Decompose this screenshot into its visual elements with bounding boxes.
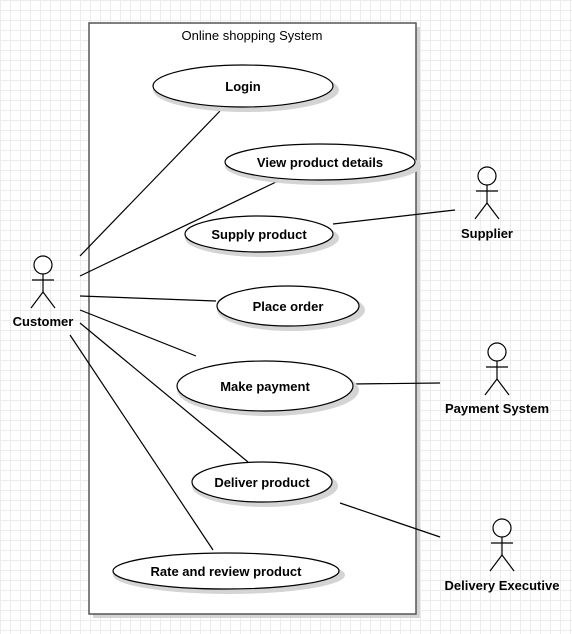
actor-customer-label: Customer (13, 314, 74, 329)
actor-payment-system[interactable]: Payment System (445, 342, 549, 416)
association-customer-login[interactable] (79, 110, 221, 257)
use-case-supply-product[interactable]: Supply product (184, 215, 339, 257)
association-delivery-executive-deliver-product[interactable] (339, 502, 441, 538)
actor-customer[interactable]: Customer (13, 255, 74, 329)
association-supplier-supply-product[interactable] (332, 209, 456, 225)
use-case-label-place-order: Place order (253, 299, 324, 314)
associations (69, 110, 456, 551)
use-case-rate-and-review-product[interactable]: Rate and review product (112, 552, 345, 594)
use-case-view-product-details[interactable]: View product details (224, 143, 421, 185)
use-case-label-rate-and-review-product: Rate and review product (151, 564, 303, 579)
association-customer-place-order[interactable] (79, 295, 217, 302)
actor-delivery-executive-icon (489, 518, 515, 572)
actor-supplier[interactable]: Supplier (461, 166, 513, 241)
actor-customer-icon (30, 255, 56, 309)
use-case-login[interactable]: Login (152, 64, 339, 112)
use-case-label-login: Login (225, 79, 260, 94)
use-case-place-order[interactable]: Place order (216, 285, 365, 331)
association-customer-rate-and-review[interactable] (69, 334, 214, 551)
actor-delivery-executive-label: Delivery Executive (445, 578, 560, 593)
use-case-label-make-payment: Make payment (220, 379, 310, 394)
actor-payment-system-label: Payment System (445, 401, 549, 416)
association-customer-make-payment[interactable] (79, 309, 197, 357)
use-case-label-view-product-details: View product details (257, 155, 383, 170)
actor-supplier-label: Supplier (461, 226, 513, 241)
association-customer-view-product-details[interactable] (79, 181, 277, 277)
system-title: Online shopping System (182, 28, 323, 43)
association-customer-deliver-product[interactable] (79, 322, 249, 463)
association-payment-system-make-payment[interactable] (351, 382, 441, 385)
actor-supplier-icon (474, 166, 500, 220)
use-case-label-supply-product: Supply product (211, 227, 307, 242)
actor-delivery-executive[interactable]: Delivery Executive (445, 518, 560, 593)
use-case-make-payment[interactable]: Make payment (176, 360, 359, 416)
use-case-label-deliver-product: Deliver product (214, 475, 310, 490)
actor-payment-system-icon (484, 342, 510, 396)
use-case-deliver-product[interactable]: Deliver product (191, 461, 338, 507)
